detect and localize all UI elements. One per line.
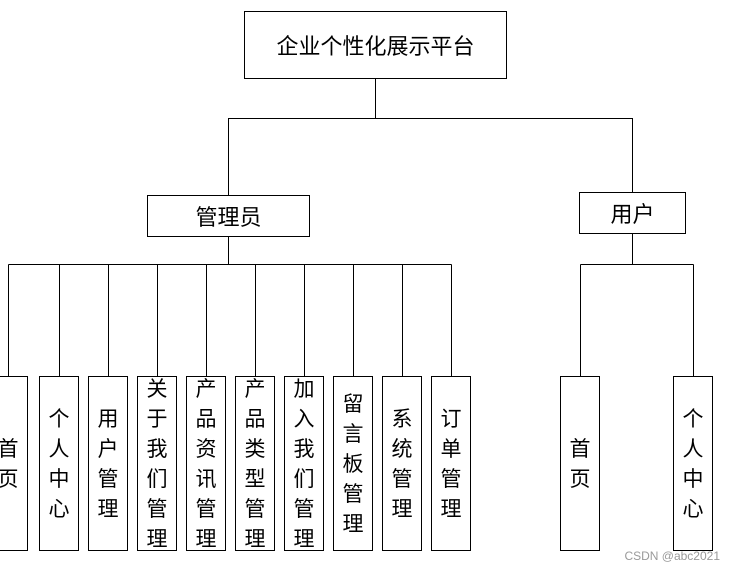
leaf-char: 资 — [195, 436, 217, 461]
leaf-char: 管 — [342, 481, 364, 506]
admin-leaf-0: 首页 — [0, 376, 28, 551]
leaf-char: 理 — [97, 496, 119, 521]
user-leaf-1: 个人中心 — [673, 376, 713, 551]
user-leaf-label: 个人中心 — [683, 404, 704, 524]
leaf-char: 理 — [440, 496, 462, 521]
leaf-char: 理 — [146, 526, 168, 551]
admin-leaf-label: 留言板管理 — [343, 389, 364, 539]
admin-leaf-label: 首页 — [0, 434, 19, 494]
leaf-char: 加 — [293, 376, 315, 401]
admin-leaf-label: 个人中心 — [49, 404, 70, 524]
leaf-char: 类 — [244, 436, 266, 461]
leaf-char: 人 — [682, 436, 704, 461]
leaf-char: 心 — [682, 496, 704, 521]
user-leaf-0: 首页 — [560, 376, 600, 551]
leaf-char: 管 — [440, 466, 462, 491]
leaf-char: 个 — [682, 406, 704, 431]
leaf-char: 产 — [195, 376, 217, 401]
leaf-char: 我 — [146, 436, 168, 461]
admin-leaf-9: 订单管理 — [431, 376, 471, 551]
leaf-char: 订 — [440, 406, 462, 431]
admin-leaf-label: 产品资讯管理 — [196, 374, 217, 554]
admin-leaf-1: 个人中心 — [39, 376, 79, 551]
leaf-char: 管 — [293, 496, 315, 521]
leaf-char: 中 — [48, 466, 70, 491]
leaf-char: 型 — [244, 466, 266, 491]
leaf-char: 页 — [569, 466, 591, 491]
leaf-char: 板 — [342, 451, 364, 476]
root-node: 企业个性化展示平台 — [244, 11, 507, 79]
leaf-char: 个 — [48, 406, 70, 431]
leaf-char: 理 — [293, 526, 315, 551]
leaf-char: 用 — [97, 406, 119, 431]
admin-leaf-7: 留言板管理 — [333, 376, 373, 551]
root-label: 企业个性化展示平台 — [276, 35, 475, 60]
leaf-char: 言 — [342, 421, 364, 446]
leaf-char: 中 — [682, 466, 704, 491]
admin-leaf-5: 产品类型管理 — [235, 376, 275, 551]
leaf-char: 品 — [195, 406, 217, 431]
admin-leaf-3: 关于我们管理 — [137, 376, 177, 551]
csdn-watermark: CSDN @abc2021 — [624, 549, 720, 563]
leaf-char: 讯 — [195, 466, 217, 491]
leaf-char: 人 — [48, 436, 70, 461]
leaf-char: 统 — [391, 436, 413, 461]
leaf-char: 页 — [0, 466, 19, 491]
admin-leaf-6: 加入我们管理 — [284, 376, 324, 551]
leaf-char: 理 — [342, 511, 364, 536]
admin-leaf-label: 系统管理 — [392, 404, 413, 524]
leaf-char: 管 — [391, 466, 413, 491]
leaf-char: 首 — [0, 436, 19, 461]
user-leaf-label: 首页 — [570, 434, 591, 494]
leaf-char: 理 — [391, 496, 413, 521]
leaf-char: 单 — [440, 436, 462, 461]
leaf-char: 理 — [195, 526, 217, 551]
leaf-char: 管 — [146, 496, 168, 521]
leaf-char: 留 — [342, 391, 364, 416]
admin-leaf-4: 产品资讯管理 — [186, 376, 226, 551]
admin-node: 管理员 — [147, 195, 310, 237]
leaf-char: 户 — [97, 436, 119, 461]
leaf-char: 产 — [244, 376, 266, 401]
user-node: 用户 — [579, 192, 686, 234]
leaf-char: 管 — [195, 496, 217, 521]
admin-leaf-label: 订单管理 — [441, 404, 462, 524]
leaf-char: 管 — [244, 496, 266, 521]
leaf-char: 系 — [391, 406, 413, 431]
leaf-char: 于 — [146, 406, 168, 431]
leaf-char: 品 — [244, 406, 266, 431]
admin-leaf-2: 用户管理 — [88, 376, 128, 551]
admin-leaf-label: 用户管理 — [98, 404, 119, 524]
admin-leaf-8: 系统管理 — [382, 376, 422, 551]
leaf-char: 管 — [97, 466, 119, 491]
user-label: 用户 — [610, 203, 655, 228]
leaf-char: 们 — [146, 466, 168, 491]
leaf-char: 关 — [146, 376, 168, 401]
leaf-char: 心 — [48, 496, 70, 521]
admin-leaf-label: 产品类型管理 — [245, 374, 266, 554]
admin-leaf-label: 加入我们管理 — [294, 374, 315, 554]
admin-label: 管理员 — [195, 206, 262, 231]
leaf-char: 们 — [293, 466, 315, 491]
leaf-char: 我 — [293, 436, 315, 461]
admin-leaf-label: 关于我们管理 — [147, 374, 168, 554]
leaf-char: 首 — [569, 436, 591, 461]
leaf-char: 理 — [244, 526, 266, 551]
leaf-char: 入 — [293, 406, 315, 431]
